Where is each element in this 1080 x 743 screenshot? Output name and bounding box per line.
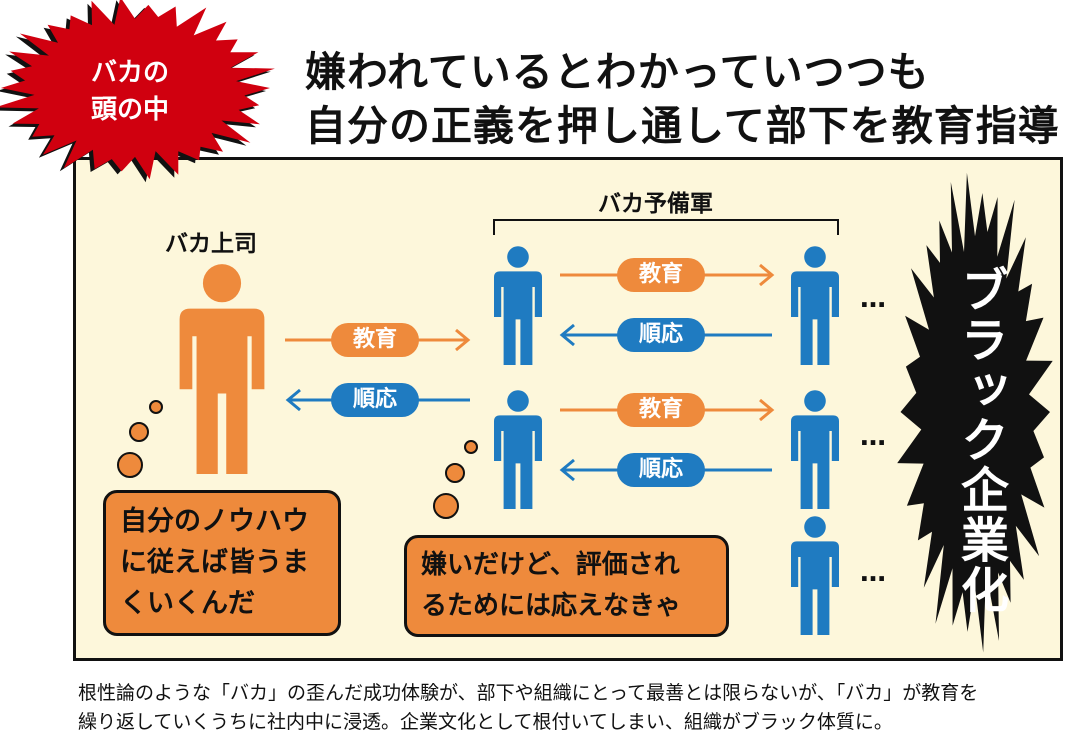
- starburst-shape: [897, 172, 1053, 653]
- adapt-label: 順応: [617, 453, 705, 487]
- title-line2: 自分の正義を押し通して部下を教育指導: [305, 102, 1060, 150]
- thought-line: 自分のノウハウ: [120, 506, 309, 537]
- educate-label: 教育: [331, 323, 419, 357]
- thought-line: 嫌いだけど、評価され: [421, 550, 680, 580]
- ellipsis: …: [860, 422, 886, 452]
- boss-label: バカ上司: [165, 231, 257, 257]
- black-company-text: ブラック企業化: [952, 265, 1008, 615]
- ellipsis: …: [860, 558, 886, 588]
- badge-text: バカの 頭の中: [85, 55, 175, 129]
- badge-line1: バカの: [90, 58, 169, 88]
- caption-line1: 根性論のような「バカ」の歪んだ成功体験が、部下や組織にとって最善とは限らないが、…: [78, 682, 979, 704]
- subordinate-thought-box: 嫌いだけど、評価され るためには応えなきゃ: [404, 535, 729, 637]
- educate-label: 教育: [617, 258, 705, 292]
- caption-line2: 繰り返していくうちに社内中に浸透。企業文化として根付いてしまい、組織がブラック体…: [78, 711, 893, 733]
- starburst-shape: [0, 0, 275, 180]
- thought-line: るためには応えなきゃ: [421, 591, 682, 621]
- thought-line: くいくんだ: [120, 588, 255, 619]
- red-starburst-badge: [0, 0, 275, 183]
- badge-line2: 頭の中: [90, 95, 169, 125]
- reserve-bracket: [493, 219, 839, 235]
- reserve-label: バカ予備軍: [598, 191, 713, 217]
- black-starburst: [897, 172, 1053, 653]
- ellipsis: …: [860, 284, 886, 314]
- educate-label: 教育: [617, 393, 705, 427]
- adapt-label: 順応: [331, 383, 419, 417]
- boss-thought-box: 自分のノウハウ に従えば皆うま くいくんだ: [103, 490, 341, 636]
- thought-line: に従えば皆うま: [120, 547, 309, 578]
- title-line1: 嫌われているとわかっていつつも: [305, 48, 930, 96]
- adapt-label: 順応: [617, 318, 705, 352]
